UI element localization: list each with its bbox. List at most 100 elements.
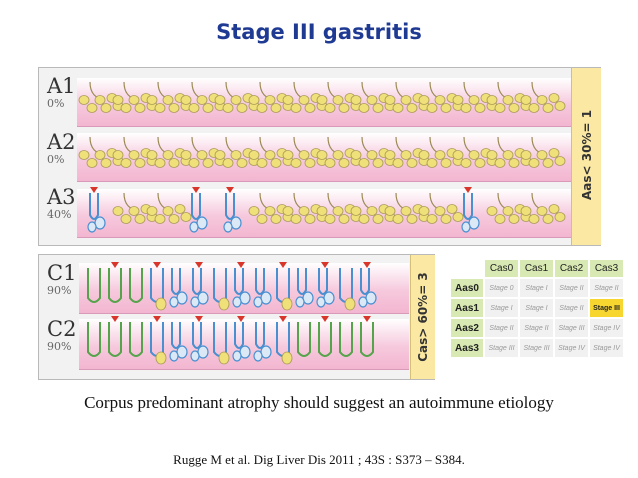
- yellow-gland-lobe: [282, 150, 294, 160]
- yellow-gland-lobe: [218, 297, 230, 311]
- atrophic-pit: [108, 322, 122, 357]
- atrophic-pit: [318, 322, 332, 357]
- yellow-gland-lobe: [366, 95, 378, 105]
- antrum-score-box: Aas< 30%= 1: [571, 68, 601, 245]
- yellow-gland-lobe: [434, 206, 446, 216]
- row-header: Aas3: [451, 339, 483, 357]
- atrophy-marker: [464, 187, 472, 193]
- yellow-gland-lobe: [180, 95, 192, 105]
- yellow-gland-lobe: [528, 214, 540, 224]
- row-label-c2: C2 90%: [47, 319, 76, 354]
- yellow-gland-lobe: [508, 158, 520, 168]
- yellow-gland-lobe: [452, 150, 464, 160]
- atrophy-marker: [321, 316, 329, 322]
- yellow-gland-lobe: [468, 150, 480, 160]
- atrophic-pit: [129, 268, 143, 303]
- yellow-gland-lobe: [168, 214, 180, 224]
- atrophic-pit: [87, 268, 101, 303]
- atrophy-marker: [111, 316, 119, 322]
- yellow-gland-lobe: [202, 158, 214, 168]
- yellow-gland-lobe: [304, 158, 316, 168]
- yellow-gland-lobe: [270, 158, 282, 168]
- yellow-gland-lobe: [256, 158, 268, 168]
- yellow-gland-lobe: [222, 158, 234, 168]
- atrophy-marker: [363, 262, 371, 268]
- stage-cell: Stage 0: [485, 279, 518, 297]
- yellow-gland-lobe: [384, 95, 396, 105]
- yellow-gland-lobe: [236, 103, 248, 113]
- yellow-gland-lobe: [460, 158, 472, 168]
- atrophic-pit: [297, 322, 311, 357]
- goblet-cell: [253, 350, 263, 362]
- yellow-gland-lobe: [392, 158, 404, 168]
- yellow-gland-lobe: [120, 214, 132, 224]
- yellow-gland-lobe: [264, 150, 276, 160]
- yellow-gland-lobe: [154, 158, 166, 168]
- yellow-gland-lobe: [542, 103, 554, 113]
- yellow-gland-lobe: [554, 212, 566, 222]
- yellow-gland-lobe: [426, 214, 438, 224]
- yellow-gland-lobe: [508, 214, 520, 224]
- metaplastic-gland: [318, 268, 328, 295]
- yellow-gland-lobe: [520, 150, 532, 160]
- yellow-gland-lobe: [324, 158, 336, 168]
- yellow-gland-lobe: [452, 212, 464, 222]
- yellow-gland-lobe: [366, 206, 378, 216]
- yellow-gland-lobe: [188, 158, 200, 168]
- yellow-gland-lobe: [502, 95, 514, 105]
- table-row: Aas1 Stage I Stage I Stage II Stage III: [451, 299, 623, 317]
- yellow-gland-lobe: [536, 150, 548, 160]
- row-header: Aas0: [451, 279, 483, 297]
- yellow-gland-lobe: [100, 158, 112, 168]
- reference-citation: Rugge M et al. Dig Liver Dis 2011 ; 43S …: [173, 452, 465, 467]
- metaplastic-gland: [234, 322, 244, 349]
- atrophic-pit: [150, 268, 164, 303]
- yellow-gland-lobe: [316, 95, 328, 105]
- yellow-gland-lobe: [406, 214, 418, 224]
- yellow-gland-lobe: [222, 103, 234, 113]
- goblet-cell: [169, 296, 179, 308]
- yellow-gland-lobe: [508, 103, 520, 113]
- atrophic-pit: [213, 322, 227, 357]
- yellow-gland-lobe: [350, 150, 362, 160]
- yellow-gland-lobe: [78, 150, 90, 160]
- goblet-cell: [190, 296, 200, 308]
- metaplastic-gland: [89, 193, 99, 220]
- metaplastic-gland: [192, 322, 202, 349]
- atrophy-marker: [192, 187, 200, 193]
- row-name: C1: [47, 261, 77, 285]
- yellow-gland-lobe: [304, 103, 316, 113]
- yellow-gland-lobe: [100, 103, 112, 113]
- atrophy-marker: [195, 262, 203, 268]
- row-header: Aas2: [451, 319, 483, 337]
- yellow-gland-lobe: [281, 297, 293, 311]
- atrophic-pit: [129, 322, 143, 357]
- yellow-gland-lobe: [486, 206, 498, 216]
- yellow-gland-lobe: [154, 214, 166, 224]
- yellow-gland-lobe: [474, 158, 486, 168]
- atrophic-pit: [213, 268, 227, 303]
- yellow-gland-lobe: [528, 103, 540, 113]
- yellow-gland-lobe: [542, 214, 554, 224]
- yellow-gland-lobe: [94, 95, 106, 105]
- slide-caption: Corpus predominant atrophy should sugges…: [84, 393, 554, 412]
- yellow-gland-lobe: [350, 95, 362, 105]
- yellow-gland-lobe: [134, 158, 146, 168]
- yellow-gland-lobe: [520, 95, 532, 105]
- goblet-cell: [358, 296, 368, 308]
- slide-title: Stage III gastritis: [216, 20, 422, 44]
- stage-cell: Stage I: [520, 279, 553, 297]
- atrophic-pit: [360, 322, 374, 357]
- yellow-gland-lobe: [338, 103, 350, 113]
- atrophy-marker: [153, 316, 161, 322]
- yellow-gland-lobe: [304, 214, 316, 224]
- yellow-gland-lobe: [372, 214, 384, 224]
- yellow-gland-lobe: [392, 103, 404, 113]
- yellow-gland-lobe: [112, 95, 124, 105]
- yellow-gland-lobe: [264, 206, 276, 216]
- goblet-cell: [232, 296, 242, 308]
- atrophic-pit: [276, 322, 290, 357]
- row-label-a3: A3 40%: [47, 187, 76, 222]
- yellow-gland-lobe: [316, 150, 328, 160]
